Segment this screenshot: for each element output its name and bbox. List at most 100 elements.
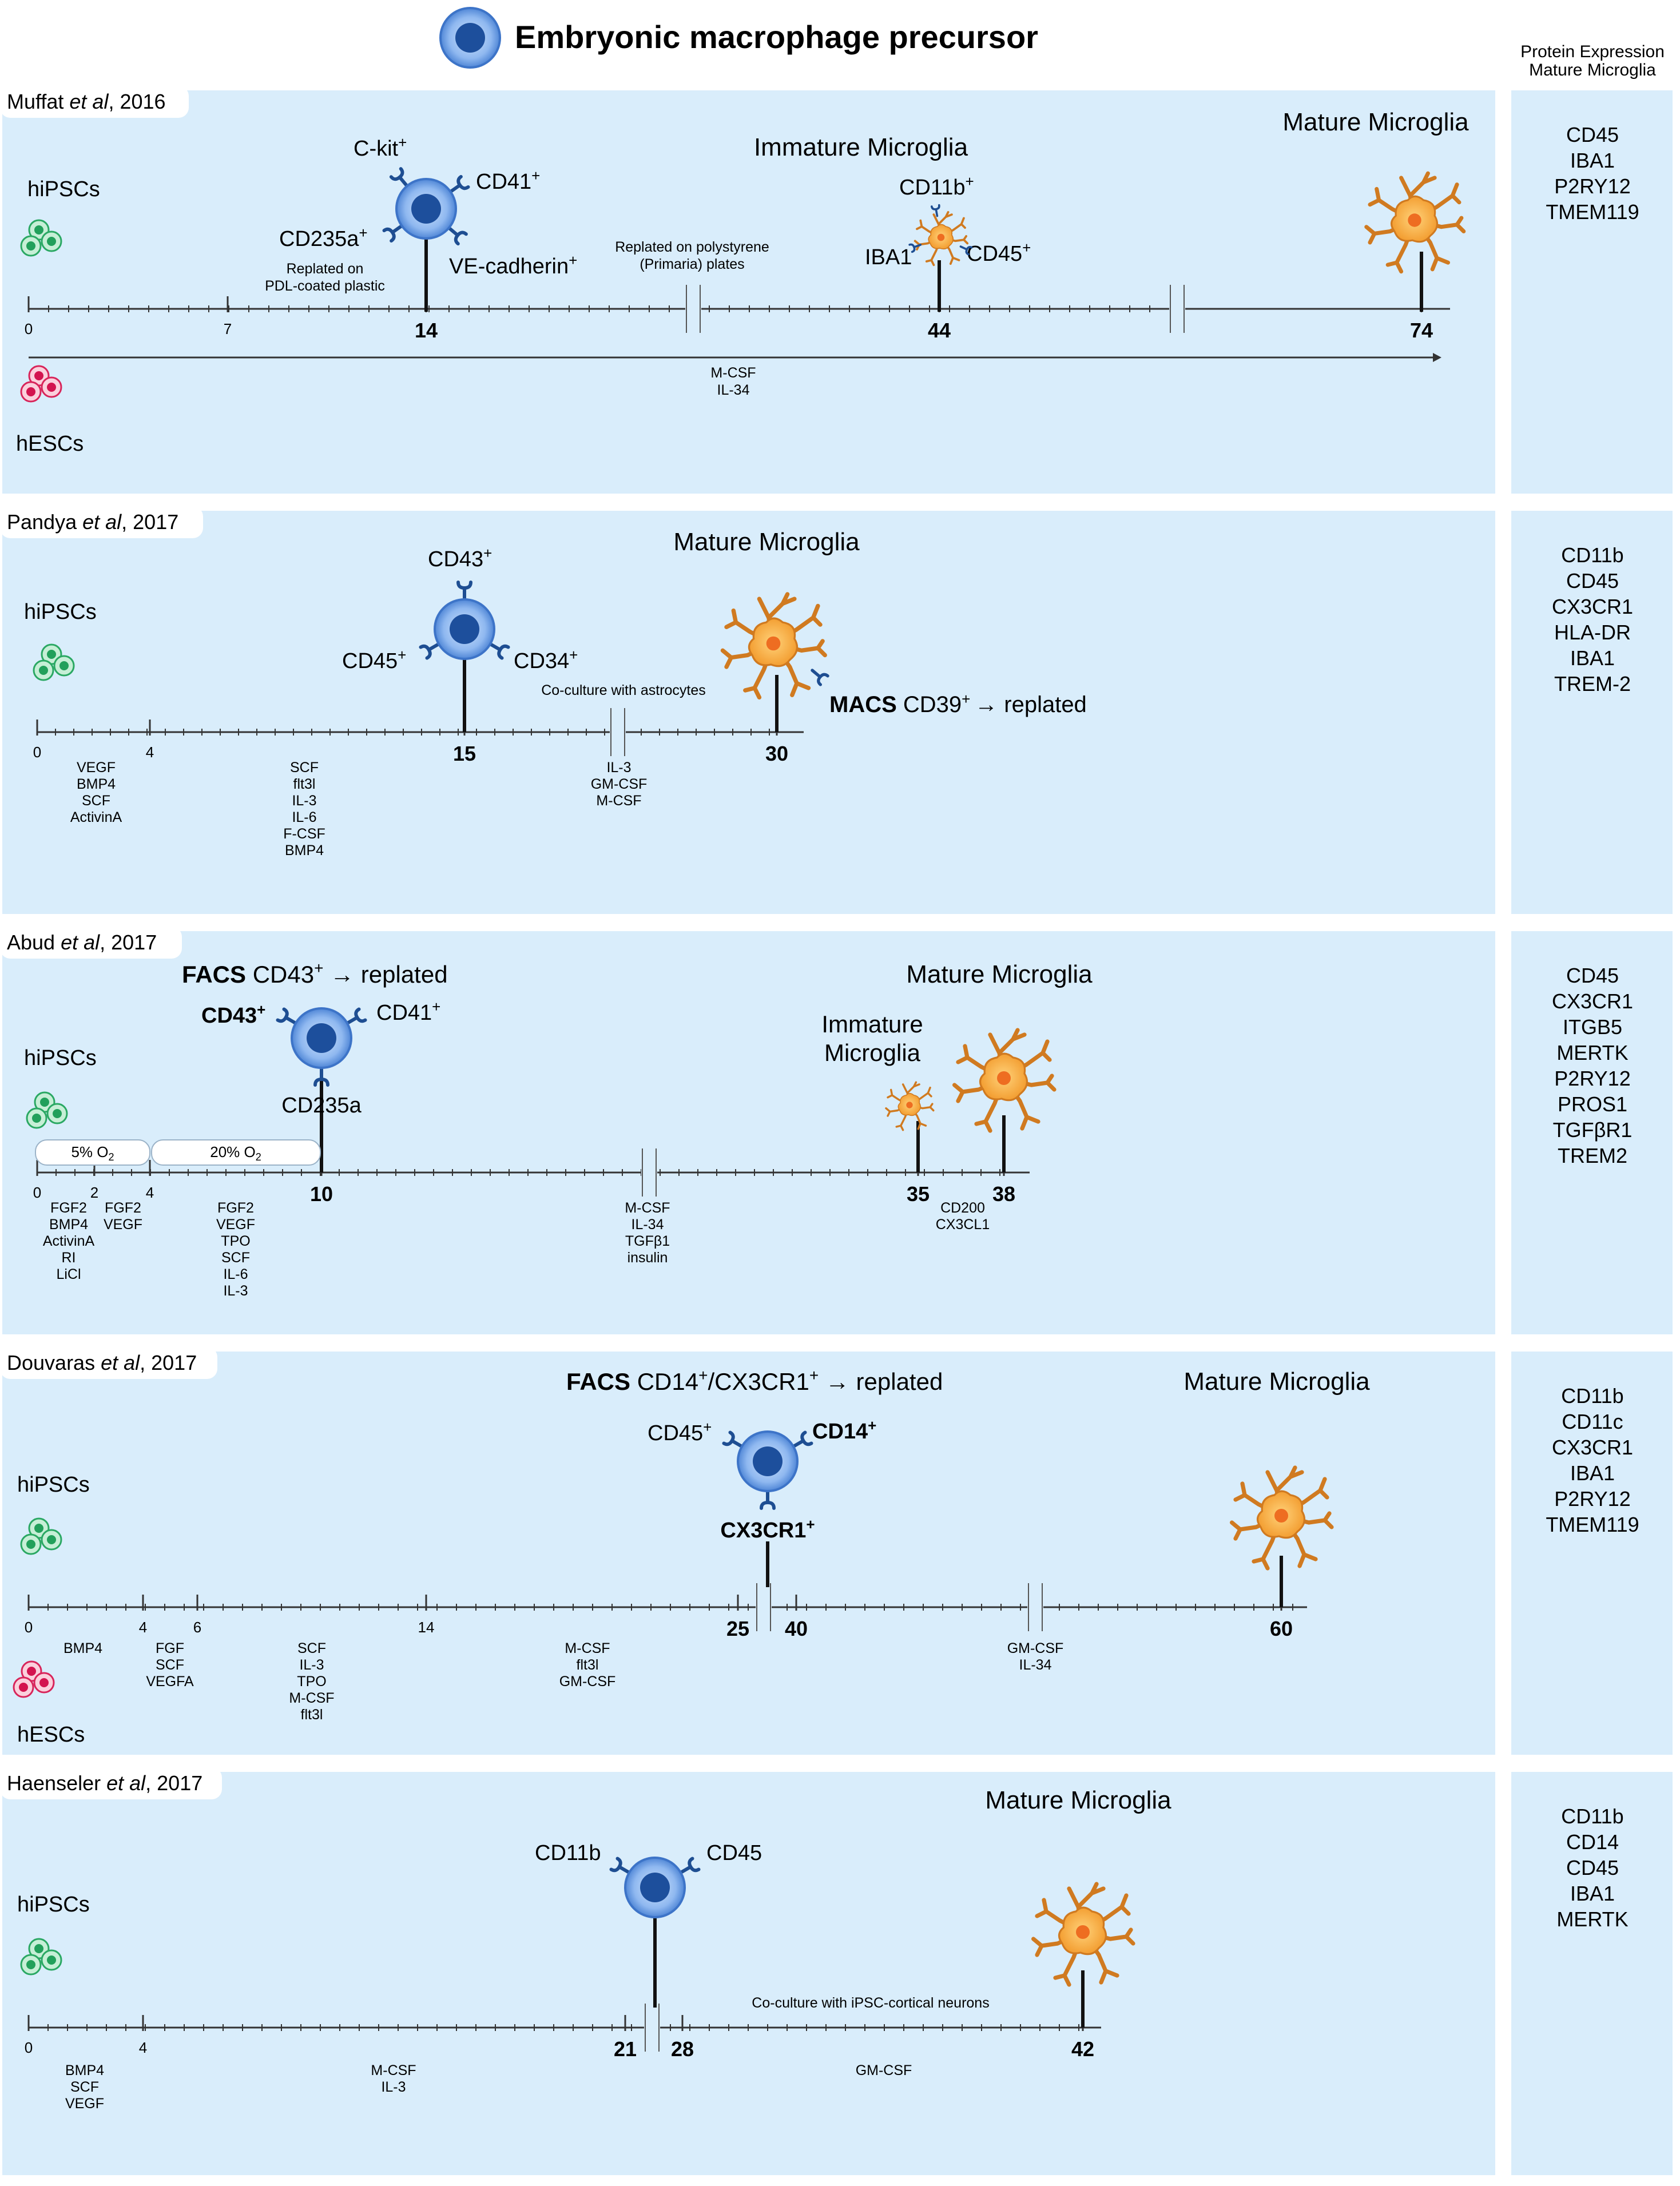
panel-title-2: Pandya et al, 2017 [7,510,178,534]
factor-line: BMP4 [65,2062,104,2078]
panel-tabs: Muffat et al, 2016 Pandya et al, 2017 Ab… [0,86,222,1799]
factor-line: IL-3 [292,793,316,809]
marker-bg-3 [1511,931,1673,1334]
marker-cd11b: CD11b [535,1841,601,1865]
tick-label: 0 [33,1184,41,1201]
coculture-note: Co-culture with astrocytes [541,682,706,698]
factor-line: BMP4 [285,842,324,858]
marker-ckit: C-kit+ [354,134,407,161]
marker-cx3cr1: CX3CR1+ [720,1516,815,1543]
replated-note-2: Replated on polystyrene [615,239,769,255]
marker-cd43: CD43+ [201,1001,265,1028]
tick-label: 40 [785,1617,808,1640]
stage-mature: Mature Microglia [985,1786,1171,1814]
factor-line: VEGF [216,1217,255,1233]
factor-line: SCF [297,1640,326,1656]
marker-item: CD11b [1561,1384,1623,1408]
tick-label: 30 [765,742,788,765]
tick-label: 44 [928,319,951,342]
marker-list: CD45CX3CR1ITGB5MERTKP2RY12PROS1TGFβR1TRE… [1552,964,1633,1167]
factor-line: VEGFA [146,1674,194,1690]
marker-item: IBA1 [1570,1882,1615,1905]
tick-label: 7 [224,320,232,337]
marker-item: IBA1 [1570,149,1615,172]
factor-block: GM-CSF [856,2062,912,2078]
source-hipsc: hiPSCs [17,1893,90,1917]
stage-immature: Immature [821,1011,923,1038]
marker-item: CD45 [1566,123,1619,146]
factor-line: BMP4 [77,776,116,792]
factor-line: FGF2 [105,1200,141,1216]
tick-label: 15 [453,742,476,765]
factor-line: RI [62,1250,76,1266]
factor-line: BMP4 [63,1640,102,1656]
marker-iba1: IBA1 [865,245,912,269]
stage-mature: Mature Microglia [906,960,1093,988]
macs-note: MACS CD39+ → replated [829,690,1087,717]
factor-line: GM-CSF [559,1674,616,1690]
factor-line: IL-34 [1019,1657,1052,1673]
header: Embryonic macrophage precursor Protein E… [439,7,1665,80]
panel-douvaras: hiPSCs hESCs FACS CD14+/CX3CR1+ → replat… [13,1366,1370,1747]
marker-cd235a: CD235a [281,1094,362,1118]
factor-line: BMP4 [49,1217,88,1233]
source-hesc: hESCs [16,432,84,456]
marker-item: CD45 [1566,964,1619,987]
factor-line: SCF [82,793,110,809]
marker-cd45: CD45 [706,1841,762,1865]
o2-high-label: 20% O2 [210,1143,261,1163]
tick-label: 0 [33,744,41,761]
panel-title-3: Abud et al, 2017 [7,931,157,954]
marker-cd45: CD45+ [648,1418,712,1445]
source-hipsc: hiPSCs [24,1046,97,1070]
replated-note-2b: (Primaria) plates [640,256,744,272]
tick-label: 0 [25,1619,33,1636]
factor-line: M-CSF [565,1640,610,1656]
marker-cd11b: CD11b+ [899,173,974,200]
panel-bg-4 [2,1352,1495,1755]
factor-line: SCF [70,2079,99,2095]
marker-lists: CD45IBA1P2RY12TMEM119CD11bCD45CX3CR1HLA-… [1546,123,1639,1931]
timeline: 0 4 15 30 [33,708,804,765]
tick-label: 60 [1270,1617,1293,1640]
tick-label: 4 [146,744,154,761]
marker-item: P2RY12 [1554,1067,1630,1090]
factor-line: IL-34 [717,382,750,398]
stage-mature: Mature Microglia [673,528,860,556]
factor-line: CD200 [940,1200,985,1216]
factor-line: LiCl [56,1266,81,1282]
marker-cd45: CD45+ [342,646,406,673]
tick-label: 0 [25,2039,33,2056]
tick-label: 25 [726,1617,749,1640]
marker-item: TMEM119 [1546,1513,1639,1536]
marker-item: CX3CR1 [1552,989,1633,1013]
side-title-line2: Mature Microglia [1529,61,1656,80]
replated-note-1b: PDL-coated plastic [265,278,385,294]
marker-item: TGFβR1 [1553,1118,1633,1142]
factor-line: SCF [290,760,319,776]
tick-label: 38 [992,1182,1015,1206]
stage-mature: Mature Microglia [1282,108,1469,136]
tick-label: 2 [90,1184,98,1201]
factor-line: SCF [221,1250,250,1266]
panel-bg-5 [2,1772,1495,2175]
source-hipsc: hiPSCs [17,1473,90,1497]
marker-bg-4 [1511,1352,1673,1755]
panel-title-5: Haenseler et al, 2017 [7,1771,202,1795]
marker-item: IBA1 [1570,1461,1615,1485]
tick-label: 74 [1410,319,1433,342]
replated-note-1: Replated on [287,261,364,277]
factor-block: BMP4 [63,1640,102,1656]
tick-label: 35 [907,1182,930,1206]
